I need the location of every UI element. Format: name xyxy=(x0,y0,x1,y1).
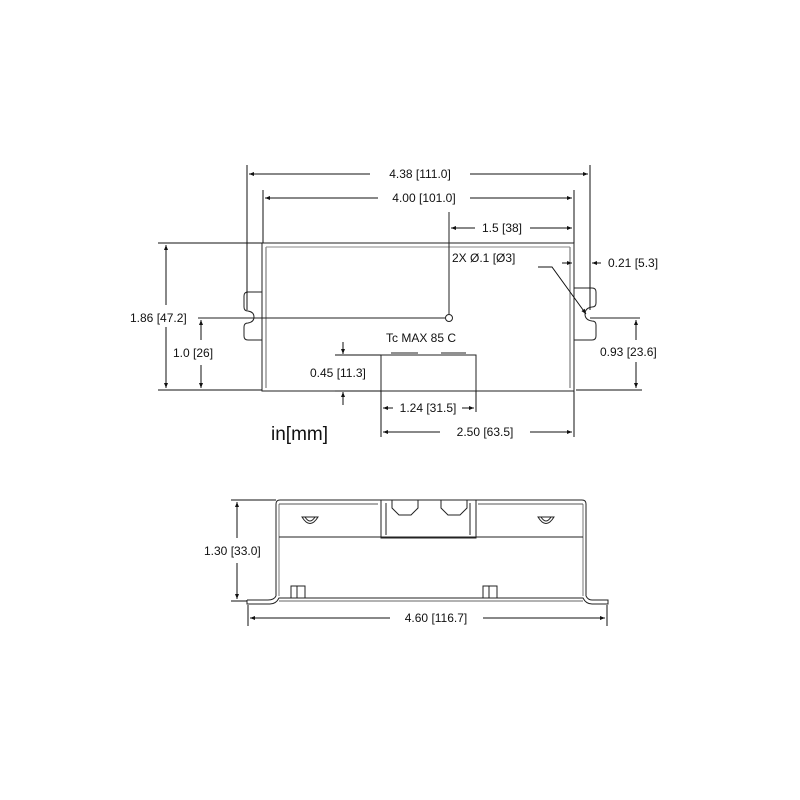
dim-end-overall-width: 4.60 [116.7] xyxy=(405,611,468,625)
dim-connector-offset: 2.50 [63.5] xyxy=(457,425,514,439)
units-label: in[mm] xyxy=(271,424,328,445)
tc-max-note: Tc MAX 85 C xyxy=(386,331,456,345)
top-view-body-outline xyxy=(261,242,575,392)
top-view-dimensions xyxy=(158,165,642,437)
tc-measurement-point xyxy=(445,314,453,322)
end-view-housing xyxy=(275,499,587,596)
left-screw-slot xyxy=(301,516,319,524)
right-mounting-tab xyxy=(574,287,597,341)
connector-outline xyxy=(380,354,477,392)
dim-hole-height-right: 0.93 [23.6] xyxy=(600,345,657,359)
left-foot-tab xyxy=(290,585,306,599)
dim-connector-depth: 0.45 [11.3] xyxy=(310,366,366,380)
top-view xyxy=(198,212,640,392)
right-foot-tab xyxy=(482,585,498,599)
dim-hole-height-left: 1.0 [26] xyxy=(173,346,213,360)
end-view-connector xyxy=(380,499,477,539)
dim-hole-spec: 2X Ø.1 [Ø3] xyxy=(452,251,515,265)
end-view-labels: 1.30 [33.0] 4.60 [116.7] xyxy=(204,544,467,625)
dim-connector-width: 1.24 [31.5] xyxy=(400,401,457,415)
end-view-dimensions xyxy=(231,499,608,626)
dim-body-length: 4.00 [101.0] xyxy=(392,191,455,205)
dim-tab-offset: 0.21 [5.3] xyxy=(608,256,658,270)
dim-end-height: 1.30 [33.0] xyxy=(204,544,261,558)
end-view-flange xyxy=(246,595,609,605)
end-view xyxy=(246,499,609,605)
dim-overall-width: 1.86 [47.2] xyxy=(130,311,187,325)
dim-tc-offset: 1.5 [38] xyxy=(482,221,522,235)
right-screw-slot xyxy=(537,516,555,524)
top-view-labels: 4.38 [111.0] 4.00 [101.0] 1.5 [38] 2X Ø.… xyxy=(130,167,658,445)
left-mounting-tab xyxy=(243,291,262,341)
dim-overall-length: 4.38 [111.0] xyxy=(389,167,451,181)
